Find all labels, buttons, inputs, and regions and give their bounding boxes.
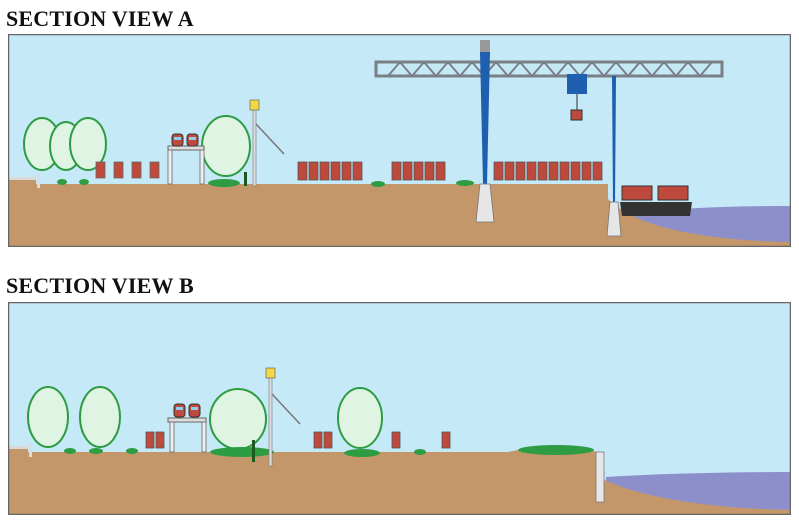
section-view-a-diagram [8, 34, 791, 247]
post [29, 443, 32, 457]
section-view-b-title: SECTION VIEW B [6, 273, 194, 298]
post [37, 174, 40, 188]
container-stack-3 [493, 161, 603, 181]
panel-frame [8, 34, 791, 247]
light-pole [244, 99, 285, 187]
ground [8, 179, 791, 247]
panel-frame [8, 302, 791, 515]
shrub-row [64, 445, 594, 457]
container-row-left [95, 161, 160, 179]
gantry-crane [374, 40, 724, 237]
light-pole [252, 367, 301, 467]
gate-structure [167, 403, 207, 453]
ground [8, 447, 791, 515]
container-group [145, 431, 451, 449]
section-view-a-title: SECTION VIEW A [6, 6, 194, 31]
tree-cluster [27, 386, 383, 450]
container-stack-2 [391, 161, 446, 181]
tree-cluster [23, 115, 251, 177]
edge-slab [8, 177, 36, 180]
gate-structure [167, 133, 205, 185]
quay-wall [595, 451, 605, 503]
shrub-row [57, 179, 474, 187]
edge-slab [8, 446, 28, 449]
cargo-ship [620, 185, 692, 216]
container-stack-1 [297, 161, 363, 181]
section-view-b-diagram [8, 302, 791, 515]
